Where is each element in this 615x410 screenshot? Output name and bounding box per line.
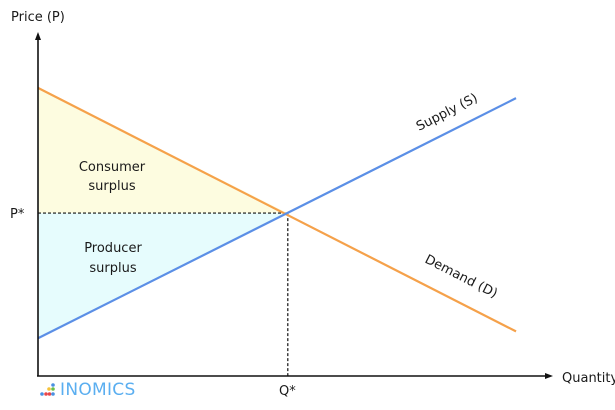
consumer-surplus-label-line2: surplus bbox=[88, 179, 135, 194]
y-axis-label: Price (P) bbox=[11, 10, 65, 25]
consumer-surplus-label-line1: Consumer bbox=[79, 160, 146, 175]
producer-surplus-label-line2: surplus bbox=[89, 261, 136, 276]
equilibrium-quantity-label: Q* bbox=[279, 384, 296, 399]
inomics-logo: INOMICS bbox=[40, 380, 136, 400]
x-axis-arrow-icon bbox=[545, 373, 553, 379]
demand-curve-label: Demand (D) bbox=[422, 252, 500, 301]
equilibrium-price-label: P* bbox=[10, 207, 25, 222]
inomics-logo-text: INOMICS bbox=[60, 380, 136, 400]
y-axis-arrow-icon bbox=[35, 32, 41, 40]
producer-surplus-label-line1: Producer bbox=[84, 241, 142, 256]
demand-curve bbox=[37, 86, 517, 333]
supply-curve-label: Supply (S) bbox=[414, 91, 480, 135]
supply-curve bbox=[37, 97, 517, 340]
x-axis-label: Quantity bbox=[562, 371, 615, 386]
inomics-logo-icon bbox=[40, 383, 55, 396]
